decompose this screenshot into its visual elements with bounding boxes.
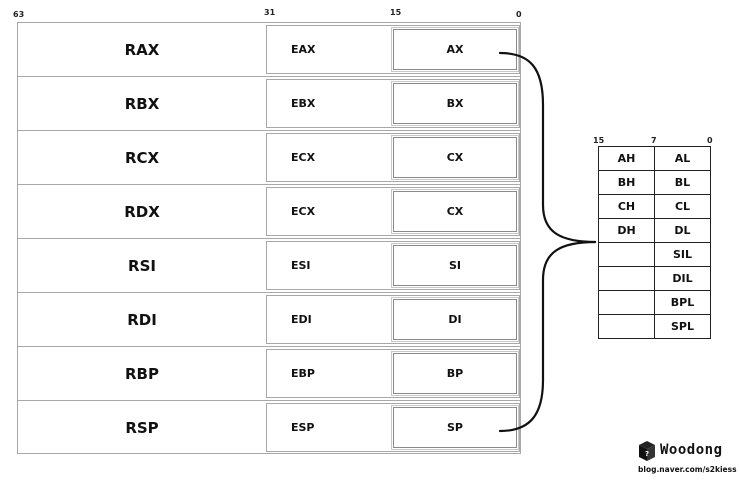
register-16bit: AX bbox=[391, 27, 519, 72]
brand-url: blog.naver.com/s2kiess bbox=[638, 465, 737, 474]
register-16bit: BX bbox=[391, 81, 519, 126]
byte-bit-0-label: 0 bbox=[707, 136, 713, 145]
register-16bit: DI bbox=[391, 297, 519, 342]
register-16bit: SP bbox=[391, 405, 519, 450]
register-64bit: RSP bbox=[125, 418, 159, 437]
register-32bit-box: EDI DI bbox=[266, 295, 520, 344]
low-byte-register: BL bbox=[654, 170, 711, 195]
register-32bit-box: ECX CX bbox=[266, 187, 520, 236]
register-64bit: RSI bbox=[128, 256, 156, 275]
register-32bit: EBX bbox=[291, 97, 316, 110]
register-32bit-box: EBX BX bbox=[266, 79, 520, 128]
register-64bit: RBP bbox=[125, 364, 159, 383]
register-32bit-box: ECX CX bbox=[266, 133, 520, 182]
register-row-rcx: RCX ECX CX bbox=[18, 131, 520, 185]
high-byte-register: DH bbox=[598, 218, 655, 243]
register-16bit: CX bbox=[391, 135, 519, 180]
bit-0-label: 0 bbox=[516, 10, 522, 19]
low-byte-register: CL bbox=[654, 194, 711, 219]
bit-15-label: 15 bbox=[390, 8, 402, 17]
register-row-rdx: RDX ECX CX bbox=[18, 185, 520, 239]
low-byte-register: SPL bbox=[654, 314, 711, 339]
register-32bit-box: EBP BP bbox=[266, 349, 520, 398]
register-row-rax: RAX EAX AX bbox=[18, 23, 520, 77]
brand-name: Woodong bbox=[660, 442, 723, 458]
byte-bit-15-label: 15 bbox=[593, 136, 605, 145]
high-byte-register bbox=[598, 314, 655, 339]
low-byte-register: BPL bbox=[654, 290, 711, 315]
byte-row: SPL bbox=[598, 314, 711, 339]
register-row-rsi: RSI ESI SI bbox=[18, 239, 520, 293]
low-byte-register: DIL bbox=[654, 266, 711, 291]
register-64bit: RAX bbox=[124, 40, 160, 59]
low-byte-register: SIL bbox=[654, 242, 711, 267]
register-32bit: ESI bbox=[291, 259, 311, 272]
byte-row: DIL bbox=[598, 266, 711, 291]
register-table: RAX EAX AX RBX EBX BX RCX ECX CX RDX ECX… bbox=[17, 22, 521, 454]
low-byte-register: DL bbox=[654, 218, 711, 243]
register-32bit: ECX bbox=[291, 151, 316, 164]
register-16bit: BP bbox=[391, 351, 519, 396]
high-byte-register: CH bbox=[598, 194, 655, 219]
register-32bit: EDI bbox=[291, 313, 312, 326]
register-row-rbp: RBP EBP BP bbox=[18, 347, 520, 401]
register-16bit: SI bbox=[391, 243, 519, 288]
high-byte-register bbox=[598, 266, 655, 291]
register-row-rdi: RDI EDI DI bbox=[18, 293, 520, 347]
byte-bit-7-label: 7 bbox=[651, 136, 657, 145]
register-16bit: CX bbox=[391, 189, 519, 234]
bit-63-label: 63 bbox=[13, 10, 25, 19]
register-64bit: RCX bbox=[124, 148, 160, 167]
register-32bit: EAX bbox=[291, 43, 316, 56]
cube-logo-icon: ? bbox=[639, 441, 655, 461]
byte-row: SIL bbox=[598, 242, 711, 267]
register-row-rsp: RSP ESP SP bbox=[18, 401, 520, 455]
high-byte-register: AH bbox=[598, 146, 655, 171]
low-byte-register: AL bbox=[654, 146, 711, 171]
register-32bit-box: EAX AX bbox=[266, 25, 520, 74]
high-byte-register bbox=[598, 242, 655, 267]
register-32bit: ESP bbox=[291, 421, 315, 434]
svg-text:?: ? bbox=[645, 450, 649, 458]
bit-31-label: 31 bbox=[264, 8, 276, 17]
high-byte-register: BH bbox=[598, 170, 655, 195]
register-64bit: RDI bbox=[127, 310, 157, 329]
register-32bit: EBP bbox=[291, 367, 315, 380]
brand-watermark: ? Woodong blog.naver.com/s2kiess bbox=[638, 440, 737, 478]
register-row-rbx: RBX EBX BX bbox=[18, 77, 520, 131]
byte-row: BPL bbox=[598, 290, 711, 315]
register-32bit-box: ESI SI bbox=[266, 241, 520, 290]
high-byte-register bbox=[598, 290, 655, 315]
register-64bit: RBX bbox=[124, 94, 160, 113]
register-64bit: RDX bbox=[124, 202, 160, 221]
register-32bit: ECX bbox=[291, 205, 316, 218]
register-32bit-box: ESP SP bbox=[266, 403, 520, 452]
